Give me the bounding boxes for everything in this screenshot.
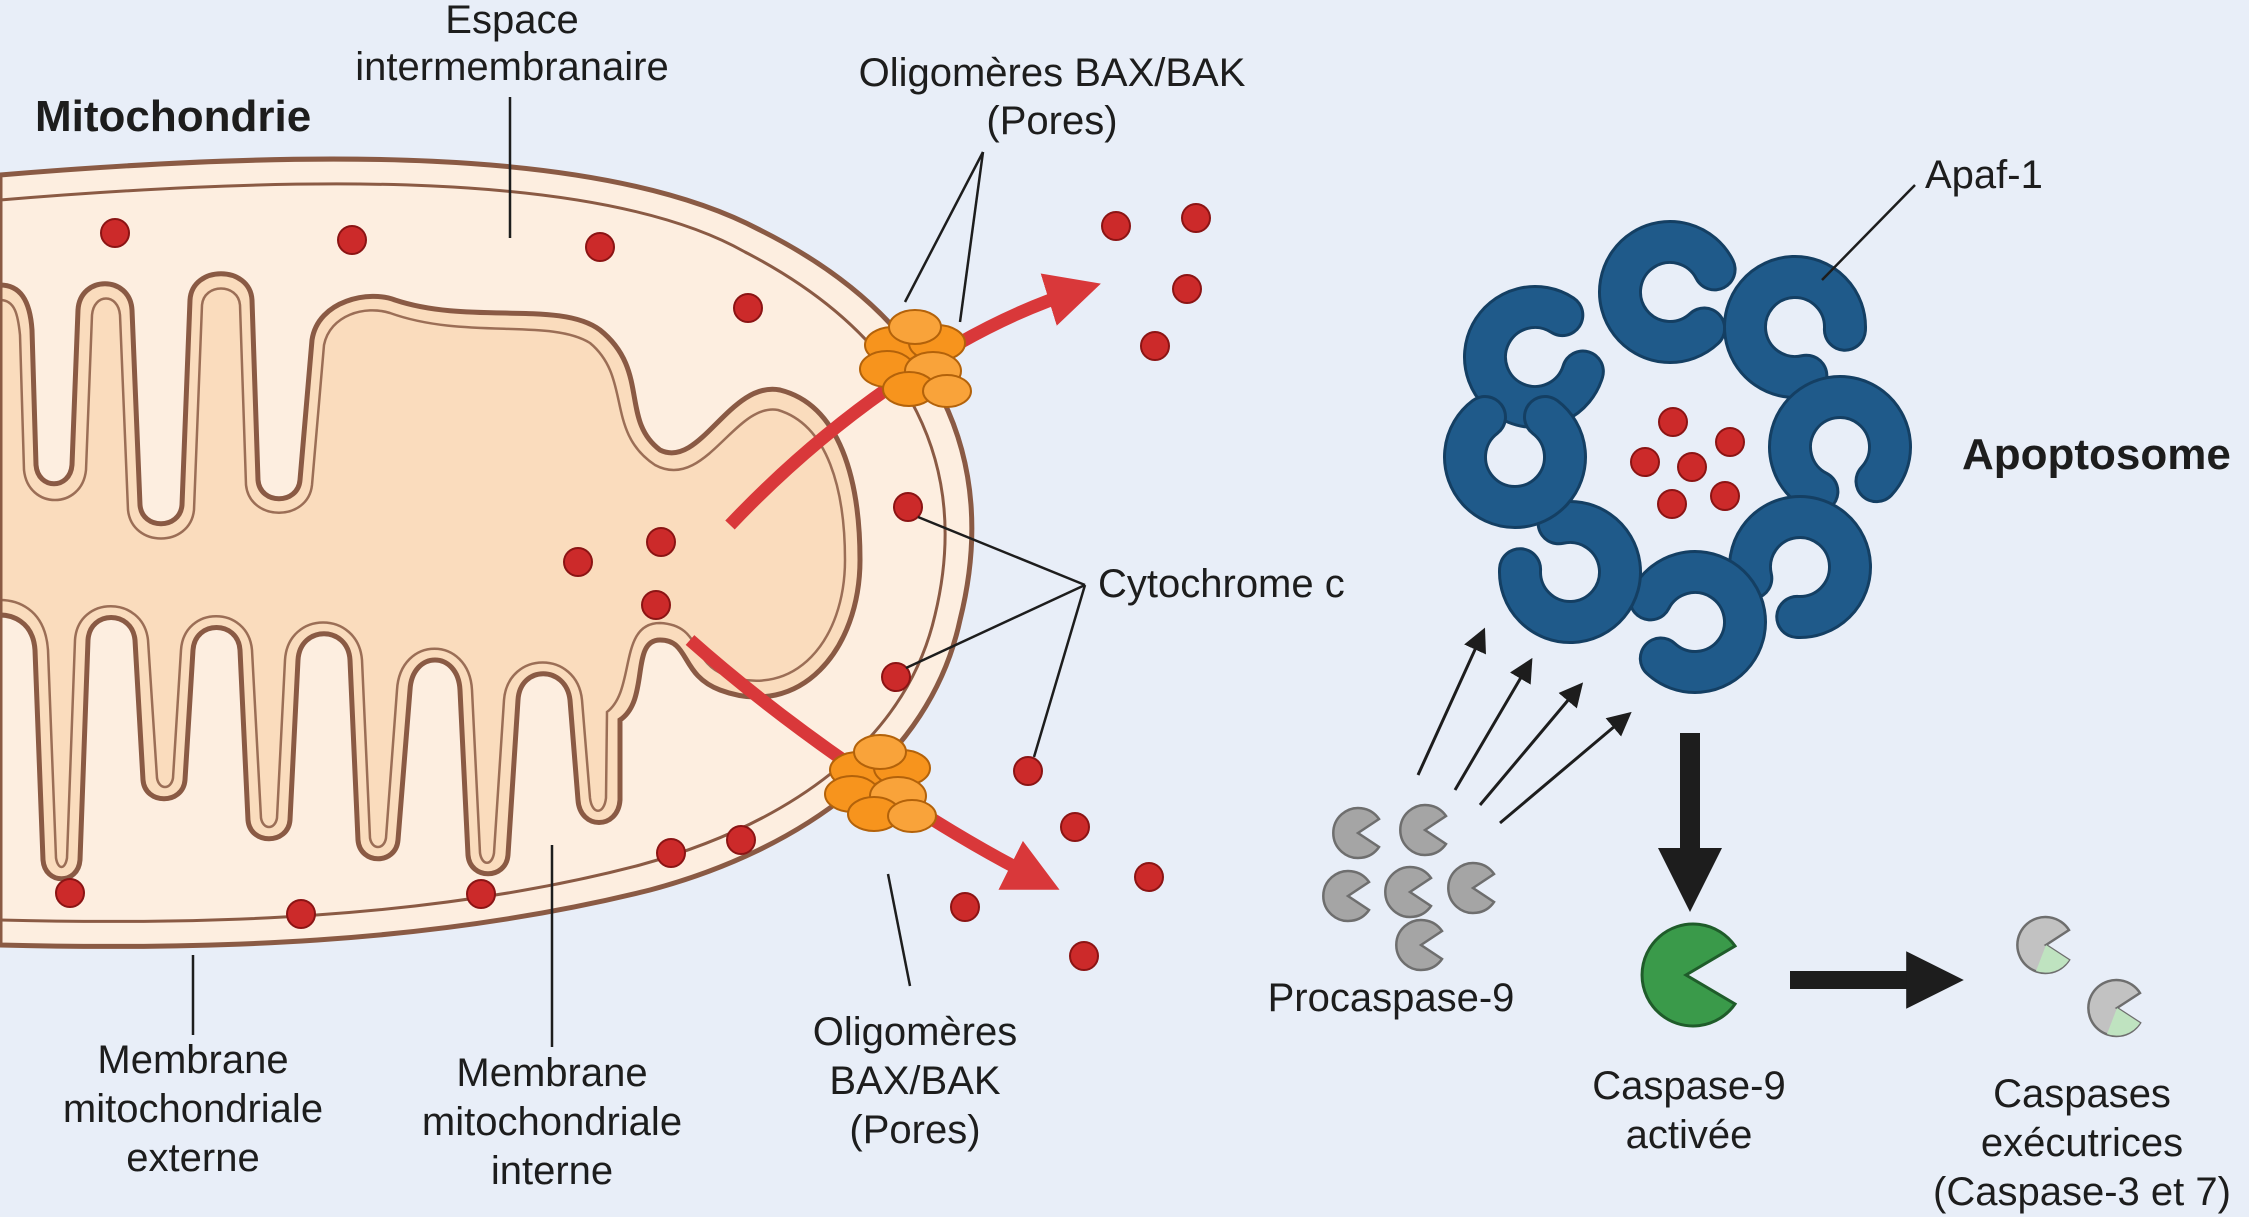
executioner-caspases xyxy=(2016,915,2142,1038)
pores-bottom-label: Oligomères BAX/BAK (Pores) xyxy=(813,873,1018,1152)
inner-membrane xyxy=(0,271,863,882)
apoptosome-cytochrome-c xyxy=(1630,407,1745,519)
svg-text:Espace: Espace xyxy=(445,0,578,42)
executioner-caspases-label: Caspases exécutrices (Caspase-3 et 7) xyxy=(1933,1072,2231,1214)
svg-text:(Caspase-3 et 7): (Caspase-3 et 7) xyxy=(1933,1170,2231,1214)
svg-text:externe: externe xyxy=(126,1136,259,1180)
pores-top-label: Oligomères BAX/BAK (Pores) xyxy=(859,51,1246,323)
mitochondria-title: Mitochondrie xyxy=(35,92,311,141)
inner-membrane-label: Membrane mitochondriale interne xyxy=(422,845,682,1193)
caspase-9-label: Caspase-9 activée xyxy=(1592,1064,1785,1157)
outer-membrane-inner-line xyxy=(0,182,947,923)
svg-text:intermembranaire: intermembranaire xyxy=(355,45,668,89)
svg-text:BAX/BAK: BAX/BAK xyxy=(829,1059,1001,1103)
svg-text:Oligomères: Oligomères xyxy=(813,1010,1018,1054)
procaspase-9-cluster xyxy=(1322,803,1496,972)
svg-text:(Pores): (Pores) xyxy=(986,99,1117,143)
caspase-9-active xyxy=(1640,922,1738,1028)
svg-text:activée: activée xyxy=(1626,1113,1753,1157)
svg-text:Membrane: Membrane xyxy=(97,1038,288,1082)
mitochondrion xyxy=(0,156,975,949)
svg-text:Oligomères BAX/BAK: Oligomères BAX/BAK xyxy=(859,51,1246,95)
svg-text:Caspase-9: Caspase-9 xyxy=(1592,1064,1785,1108)
apaf-1-label: Apaf-1 xyxy=(1821,153,2043,281)
svg-text:Apaf-1: Apaf-1 xyxy=(1925,153,2043,197)
recruitment-arrows xyxy=(1416,627,1632,825)
svg-text:exécutrices: exécutrices xyxy=(1981,1121,2183,1165)
cytochrome-c-dots-inside xyxy=(55,218,923,929)
svg-text:Membrane: Membrane xyxy=(456,1051,647,1095)
apoptosome-label: Apoptosome xyxy=(1962,430,2231,479)
svg-text:Cytochrome c: Cytochrome c xyxy=(1098,562,1345,606)
svg-text:(Pores): (Pores) xyxy=(849,1108,980,1152)
apoptosome xyxy=(1465,234,1896,678)
svg-text:interne: interne xyxy=(491,1149,613,1193)
cytochrome-c-released xyxy=(950,203,1211,971)
procaspase-9-label: Procaspase-9 xyxy=(1268,976,1515,1020)
outer-membrane-label: Membrane mitochondriale externe xyxy=(63,955,323,1180)
cytochrome-c-label: Cytochrome c xyxy=(905,515,1345,758)
svg-text:mitochondriale: mitochondriale xyxy=(422,1100,682,1144)
svg-text:mitochondriale: mitochondriale xyxy=(63,1087,323,1131)
svg-text:Caspases: Caspases xyxy=(1993,1072,2171,1116)
intermembrane-space-label: Espace intermembranaire xyxy=(355,0,669,238)
